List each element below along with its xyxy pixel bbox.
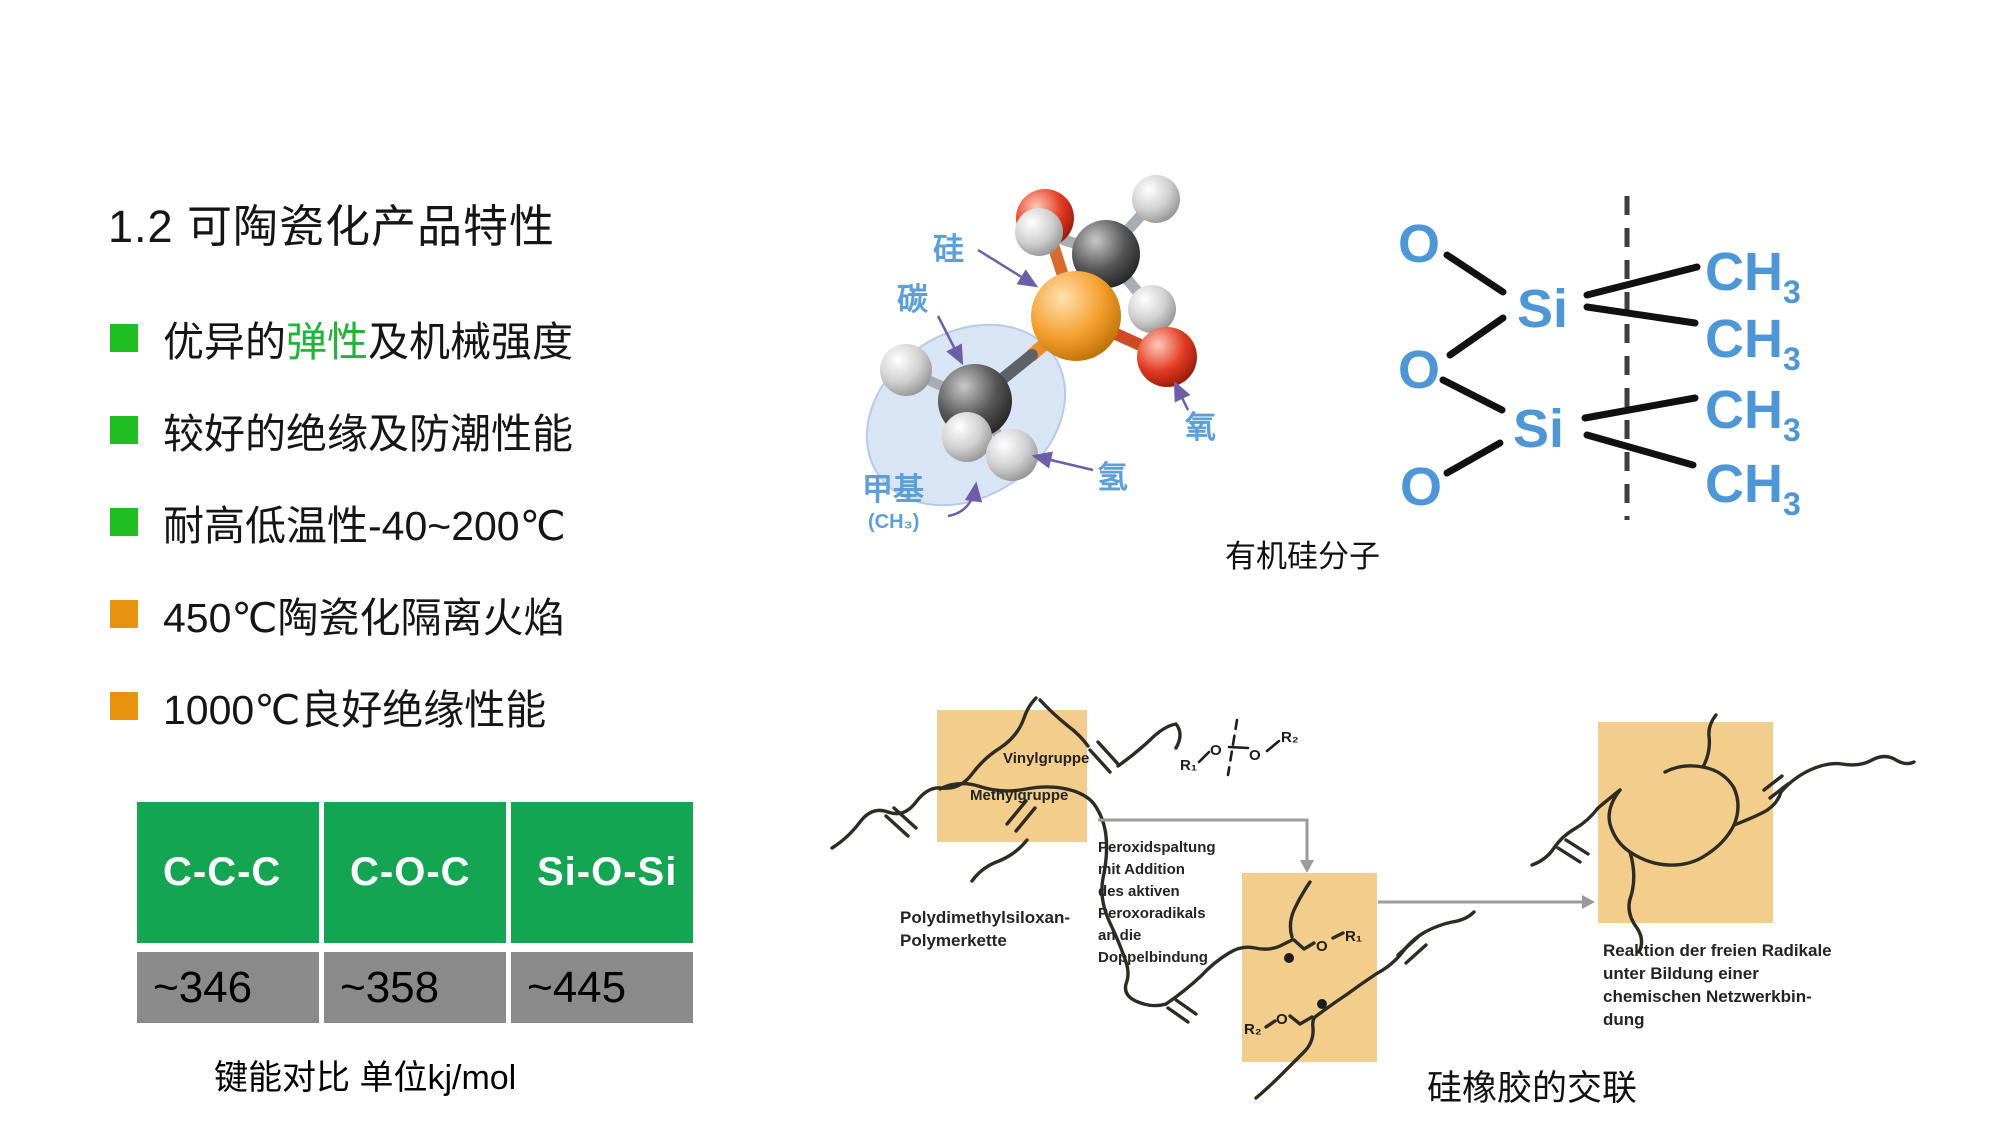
bullet-square-icon bbox=[110, 508, 138, 536]
formula-oxygen: O bbox=[1400, 457, 1442, 517]
svg-text:dung: dung bbox=[1603, 1010, 1645, 1029]
r1-group-label: R₁ bbox=[1345, 928, 1362, 945]
r1-group-label: R₁ bbox=[1180, 757, 1197, 774]
table-value-cell: ~346 bbox=[137, 952, 319, 1023]
hydrogen-ball bbox=[942, 412, 992, 462]
oxygen-atom-label: O bbox=[1210, 742, 1222, 759]
process-arrows bbox=[1098, 818, 1595, 909]
list-item: 较好的绝缘及防潮性能 bbox=[110, 384, 770, 476]
oxygen-atom-label: O bbox=[1249, 747, 1261, 764]
hydrogen-ball bbox=[1132, 175, 1180, 223]
svg-text:des aktiven: des aktiven bbox=[1098, 883, 1180, 900]
peroxide-description: Peroxidspaltung mit Addition des aktiven… bbox=[1098, 839, 1216, 966]
formula-methyl: CH3 bbox=[1705, 380, 1801, 448]
molecule-callout-arrows bbox=[936, 248, 1191, 518]
methyl-formula-label: (CH₃) bbox=[868, 511, 919, 533]
carbon-ball bbox=[1072, 220, 1140, 288]
highlight-boxes bbox=[937, 710, 1773, 1062]
formula-silicon: Si bbox=[1513, 399, 1564, 459]
hydrogen-ball bbox=[986, 429, 1038, 481]
svg-text:Doppelbindung: Doppelbindung bbox=[1098, 949, 1208, 966]
hydrogen-label: 氢 bbox=[1097, 460, 1128, 495]
formula-silicon: Si bbox=[1517, 279, 1568, 339]
molecule-figure-caption: 有机硅分子 bbox=[1225, 539, 1380, 574]
silicon-label: 硅 bbox=[933, 232, 964, 267]
svg-text:Reaktion der freien Radikale: Reaktion der freien Radikale bbox=[1603, 941, 1832, 960]
crosslink-figure-caption: 硅橡胶的交联 bbox=[1427, 1069, 1638, 1108]
bond-table-caption: 键能对比 单位kj/mol bbox=[214, 1059, 517, 1097]
radical-dot bbox=[1317, 999, 1327, 1009]
hydrogen-ball bbox=[1015, 208, 1063, 256]
table-value-cell: ~445 bbox=[511, 952, 693, 1023]
vinyl-group-label: Vinylgruppe bbox=[1003, 750, 1089, 767]
page-title: 1.2 可陶瓷化产品特性 bbox=[108, 201, 556, 252]
radical-dot bbox=[1284, 953, 1294, 963]
bullet-square-icon bbox=[110, 324, 138, 352]
table-header-cell: Si-O-Si bbox=[511, 802, 693, 943]
bullet-square-icon bbox=[110, 600, 138, 628]
oxygen-atom-label: O bbox=[1316, 938, 1328, 955]
feature-list: 优异的弹性及机械强度 较好的绝缘及防潮性能 耐高低温性-40~200℃ 450℃… bbox=[110, 292, 770, 752]
list-item: 耐高低温性-40~200℃ bbox=[110, 476, 770, 568]
feature-text: 优异的弹性及机械强度 bbox=[163, 319, 573, 365]
r2-group-label: R₂ bbox=[1281, 729, 1299, 746]
bullet-square-icon bbox=[110, 416, 138, 444]
carbon-label: 碳 bbox=[897, 282, 929, 317]
table-header-cell: C-O-C bbox=[324, 802, 506, 943]
oxygen-atom-label: O bbox=[1276, 1011, 1288, 1028]
silicon-ball bbox=[1031, 271, 1121, 361]
table-value-cell: ~358 bbox=[324, 952, 506, 1023]
silicone-molecule-figure: 硅 碳 氢 氧 甲基 (CH₃) bbox=[862, 175, 1216, 533]
feature-text: 耐高低温性-40~200℃ bbox=[163, 503, 566, 549]
polymer-chains bbox=[830, 696, 1916, 1100]
formula-bonds bbox=[1439, 251, 1701, 477]
svg-text:Peroxoradikals: Peroxoradikals bbox=[1098, 905, 1206, 922]
methyl-label: 甲基 bbox=[862, 472, 924, 507]
polymer-chain-label: Polymerkette bbox=[900, 931, 1007, 950]
hydrogen-ball bbox=[880, 344, 932, 396]
oxygen-label: 氧 bbox=[1185, 410, 1216, 445]
elbow-down-arrow bbox=[1098, 818, 1309, 862]
radical-addition-box bbox=[1242, 873, 1377, 1062]
list-item: 450℃陶瓷化隔离火焰 bbox=[110, 568, 770, 660]
network-box bbox=[1598, 722, 1773, 923]
methyl-group-label: Methylgruppe bbox=[970, 787, 1068, 804]
vinyl-methyl-box bbox=[937, 710, 1087, 842]
list-item: 1000℃良好绝缘性能 bbox=[110, 660, 770, 752]
hydrogen-ball bbox=[1128, 285, 1176, 333]
formula-methyl: CH3 bbox=[1705, 309, 1801, 377]
formula-methyl: CH3 bbox=[1705, 454, 1801, 522]
oxygen-ball bbox=[1137, 327, 1197, 387]
svg-text:mit Addition: mit Addition bbox=[1098, 861, 1185, 878]
bond-energy-table: C-C-C C-O-C Si-O-Si ~346 ~358 ~445 bbox=[137, 802, 693, 1023]
feature-text: 450℃陶瓷化隔离火焰 bbox=[163, 595, 565, 641]
formula-methyl: CH3 bbox=[1705, 242, 1801, 310]
svg-text:an die: an die bbox=[1098, 927, 1141, 944]
table-header-cell: C-C-C bbox=[137, 802, 319, 943]
peroxide-structure: R₁ O O R₂ bbox=[1180, 718, 1299, 777]
siloxane-formula-figure: O Si O Si O CH3 CH3 CH3 CH3 bbox=[1398, 196, 1801, 522]
crosslinking-figure: R₁ O O R₂ O R₁ R₂ O Vinylgruppe Methylgr… bbox=[830, 696, 1916, 1100]
bullet-square-icon bbox=[110, 692, 138, 720]
r2-group-label: R₂ bbox=[1244, 1021, 1262, 1038]
radical-sites bbox=[1284, 953, 1327, 1009]
list-item: 优异的弹性及机械强度 bbox=[110, 292, 770, 384]
formula-oxygen: O bbox=[1398, 340, 1440, 400]
molecule-balls bbox=[880, 175, 1197, 481]
feature-text: 1000℃良好绝缘性能 bbox=[163, 687, 547, 733]
svg-text:chemischen Netzwerkbin-: chemischen Netzwerkbin- bbox=[1603, 987, 1812, 1006]
svg-text:Peroxidspaltung: Peroxidspaltung bbox=[1098, 839, 1216, 856]
feature-text: 较好的绝缘及防潮性能 bbox=[163, 411, 573, 457]
formula-oxygen: O bbox=[1398, 214, 1440, 274]
reaction-description: Reaktion der freien Radikale unter Bildu… bbox=[1603, 941, 1832, 1029]
svg-text:unter Bildung einer: unter Bildung einer bbox=[1603, 964, 1759, 983]
polymer-chain-label: Polydimethylsiloxan- bbox=[900, 908, 1070, 927]
